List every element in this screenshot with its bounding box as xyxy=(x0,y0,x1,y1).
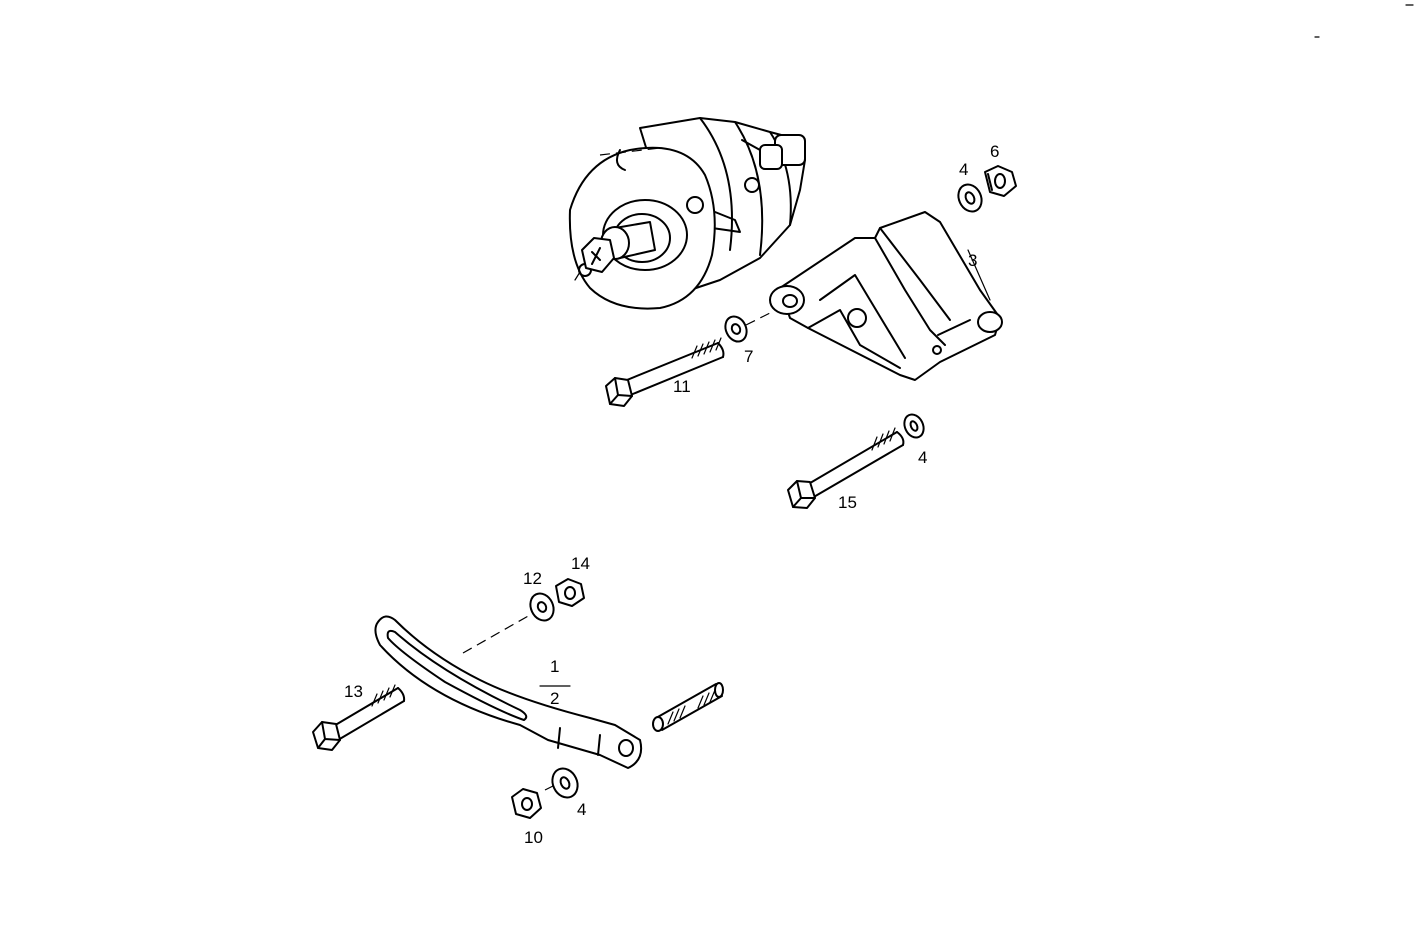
callout-12: 12 xyxy=(523,569,542,588)
bolt-11 xyxy=(605,337,725,407)
adjusting-arm xyxy=(374,615,643,769)
callout-1: 1 xyxy=(550,657,559,676)
corner-marks xyxy=(1314,4,1414,38)
washer-12 xyxy=(529,592,555,622)
washer-4-bottom xyxy=(551,767,579,799)
callout-6: 6 xyxy=(990,142,999,161)
bolt-13 xyxy=(312,684,406,751)
callout-10: 10 xyxy=(524,828,543,847)
callout-4-mid: 4 xyxy=(918,448,927,467)
nut-10 xyxy=(511,788,542,819)
callout-15: 15 xyxy=(838,493,857,512)
washer-4-top xyxy=(957,183,983,213)
nut-6 xyxy=(984,165,1017,197)
callout-2: 2 xyxy=(550,689,559,708)
callout-14: 14 xyxy=(571,554,590,573)
bolt-15 xyxy=(787,427,905,509)
callout-4-top: 4 xyxy=(959,160,968,179)
callout-13: 13 xyxy=(344,682,363,701)
nut-14 xyxy=(555,578,585,607)
assembly-lines xyxy=(462,147,771,791)
callout-4-bottom: 4 xyxy=(577,800,586,819)
alternator xyxy=(568,117,806,310)
stud xyxy=(652,682,724,732)
callout-11: 11 xyxy=(673,377,691,396)
leader-lines xyxy=(539,249,991,687)
callout-7: 7 xyxy=(744,347,753,366)
mounting-bracket xyxy=(769,211,1003,381)
callout-3: 3 xyxy=(968,251,977,270)
washer-7 xyxy=(724,315,748,343)
washer-4-mid xyxy=(903,413,925,439)
